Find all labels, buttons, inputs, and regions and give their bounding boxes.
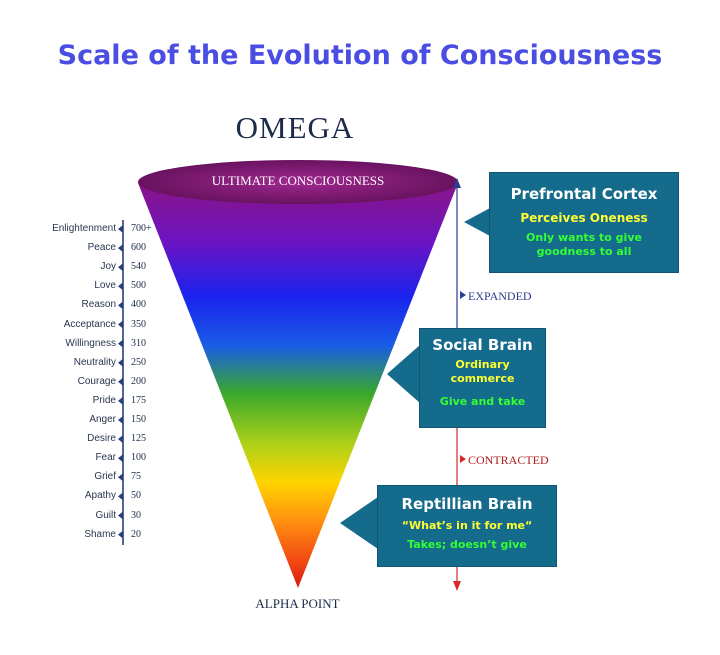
scale-ticks [118,225,123,539]
contracted-label: CONTRACTED [468,453,549,467]
scale-tick-marker [118,339,123,348]
scale-level-label: Willingness [65,337,116,349]
scale-level-label: Enlightenment [52,223,116,234]
scale-level-label: Peace [87,242,116,254]
scale-level-value: 700+ [131,223,152,234]
diagram-title: Scale of the Evolution of Consciousness [57,40,663,71]
scale-level-value: 75 [131,471,141,483]
reptilian-brain-callout: Reptillian Brain “What’s in it for me“ T… [377,485,557,567]
scale-tick-marker [118,435,123,444]
scale-level-value: 540 [131,261,146,273]
scale-tick-marker [118,263,123,272]
scale-level-label: Guilt [95,509,116,521]
prefrontal-cortex-line1: Perceives Oneness [520,211,648,225]
prefrontal-cortex-callout: Prefrontal Cortex Perceives Oneness Only… [489,172,679,273]
scale-tick-marker [118,301,123,310]
scale-level-value: 20 [131,528,141,540]
scale-level-label: Desire [87,433,116,445]
prefrontal-pointer [464,208,490,236]
prefrontal-cortex-title: Prefrontal Cortex [510,185,658,203]
scale-level-value: 600 [131,242,146,254]
scale-level-label: Reason [81,299,116,311]
scale-level-value: 350 [131,318,146,330]
scale-tick-marker [118,377,123,386]
social-pointer [387,345,420,403]
cone-rim-label: ULTIMATE CONSCIOUSNESS [211,173,385,188]
scale-tick-marker [118,244,123,253]
scale-level-label: Neutrality [73,356,116,368]
reptilian-brain-title: Reptillian Brain [401,495,533,513]
scale-level-label: Joy [100,261,116,273]
scale-level-label: Anger [89,414,116,425]
consciousness-cone [138,183,458,588]
scale-level-label: Acceptance [63,318,116,330]
scale-level-label: Pride [92,394,116,406]
scale-tick-marker [118,416,123,424]
scale-level-label: Courage [77,375,116,387]
scale-tick-marker [118,511,123,520]
expanded-marker [460,291,466,299]
scale-level-value: 250 [131,356,146,368]
scale-tick-marker [118,492,123,501]
scale-tick-marker [118,225,123,233]
contracted-arrowhead [453,581,461,591]
scale-level-value: 150 [131,414,146,425]
prefrontal-cortex-line2: Only wants to give goodness to all [526,231,642,258]
scale-level-value: 125 [131,433,146,445]
social-brain-line2: Give and take [439,395,526,408]
scale-tick-marker [118,320,123,329]
scale-tick-marker [118,358,123,367]
cone-rim [138,160,458,204]
scale-tick-marker [118,473,123,482]
social-brain-line1: Ordinary commerce [450,358,515,385]
reptilian-pointer [340,497,378,549]
scale-level-value: 30 [131,509,141,521]
scale-level-label: Shame [84,528,116,540]
contracted-marker [460,455,466,463]
scale-level-label: Apathy [84,490,116,502]
social-brain-callout: Social Brain Ordinary commerce Give and … [419,328,546,428]
scale-tick-marker [118,530,123,539]
scale-level-label: Grief [94,471,116,483]
scale-level-value: 500 [131,280,146,292]
omega-label: OMEGA [235,110,355,145]
scale-tick-marker [118,396,123,405]
scale-level-value: 310 [131,337,146,349]
scale-level-label: Love [94,280,116,292]
reptilian-brain-line1: “What’s in it for me“ [401,519,533,532]
scale-level-value: 175 [131,394,146,406]
social-brain-title: Social Brain [432,336,533,354]
scale-level-value: 50 [131,490,141,502]
scale-tick-marker [118,282,123,291]
scale-tick-marker [118,454,123,463]
expanded-arrowhead [453,178,461,188]
alpha-point-label: ALPHA POINT [255,596,340,611]
scale-level-value: 400 [131,299,146,311]
scale-level-value: 100 [131,452,146,464]
reptilian-brain-line2: Takes; doesn’t give [407,538,527,551]
expanded-label: EXPANDED [468,289,532,303]
scale-level-label: Fear [95,452,116,464]
scale-level-value: 200 [131,375,146,387]
